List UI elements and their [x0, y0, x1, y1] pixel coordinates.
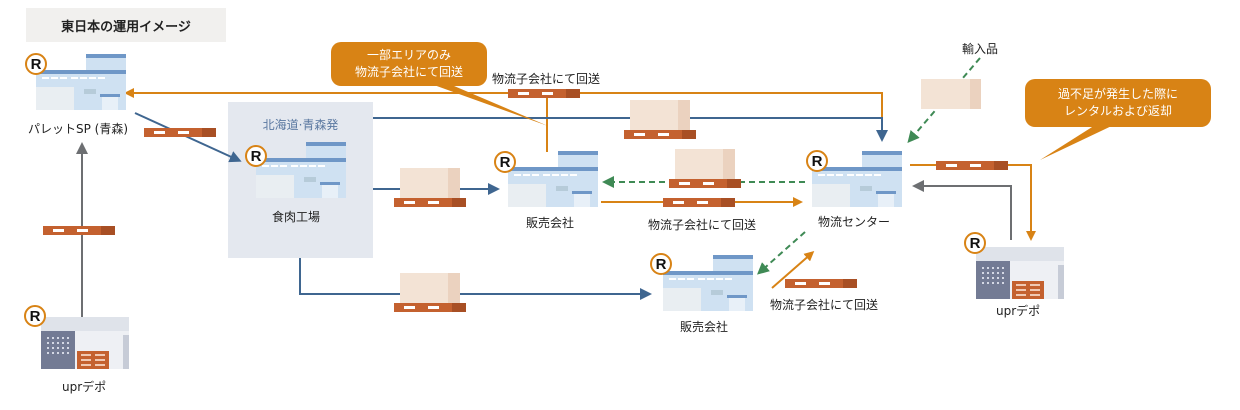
arrow-factory-to-logistics — [373, 117, 888, 142]
node-label-upr-depot-left: uprデポ — [62, 380, 107, 394]
r-badge-icon — [806, 150, 828, 172]
diagram-title: 東日本の運用イメージ — [26, 8, 226, 42]
node-label-sales-company-2: 販売会社 — [680, 320, 729, 334]
arrow-sales2-to-logistics — [771, 251, 815, 289]
r-badge-icon — [25, 53, 47, 75]
callout-line: 物流子会社にて回送 — [354, 65, 463, 79]
depot-icon-right — [976, 247, 1064, 299]
arrow-factory-to-sales2 — [299, 258, 652, 300]
pallet-icon — [936, 161, 1008, 170]
arrow-logistics-to-sales2-green — [757, 231, 806, 275]
pallet-icon — [43, 226, 115, 235]
warehouse-icon-pallet-sp — [36, 54, 126, 110]
import-box-icon — [921, 79, 981, 109]
node-label-pallet-sp: パレットSP (青森) — [28, 122, 129, 136]
node-label-logistics-center: 物流センター — [818, 215, 891, 229]
node-label-meat-factory: 食肉工場 — [272, 210, 321, 224]
loaded-pallet-icon — [624, 100, 696, 139]
flow-label-return-bottom: 物流子会社にて回送 — [770, 298, 879, 312]
r-badge-icon — [650, 253, 672, 275]
callout-line: 過不足が発生した際に — [1057, 87, 1178, 101]
callout-partial-area: 一部エリアのみ 物流子会社にて回送 — [331, 42, 487, 86]
callout-tail-rental — [1040, 122, 1120, 160]
r-badge-icon — [24, 305, 46, 327]
arrow-logistics-to-depot — [910, 164, 1036, 241]
callout-tail-partial — [420, 80, 548, 126]
loaded-pallet-icon — [394, 273, 466, 312]
warehouse-icon-sales2 — [663, 255, 753, 311]
callout-line: レンタルおよび返却 — [1063, 104, 1172, 118]
r-badge-icon — [494, 151, 516, 173]
pallet-icon — [144, 128, 216, 137]
r-badge-icon — [245, 145, 267, 167]
arrow-return-to-pallet-sp — [124, 88, 883, 140]
node-label-sales-company-1: 販売会社 — [526, 216, 575, 230]
callout-line: 一部エリアのみ — [366, 48, 451, 62]
pallet-icon — [508, 89, 580, 98]
pallet-icon — [785, 279, 857, 288]
warehouse-icon-sales1 — [508, 151, 598, 207]
warehouse-icon-factory — [256, 142, 346, 198]
depot-icon-left — [41, 317, 129, 369]
flow-label-return-mid: 物流子会社にて回送 — [648, 218, 757, 232]
flow-label-imports: 輸入品 — [962, 42, 999, 56]
r-badge-icon — [964, 232, 986, 254]
arrow-depot-to-logistics — [912, 180, 1012, 240]
pallet-icon — [663, 198, 735, 207]
loaded-pallet-icon — [669, 149, 741, 188]
region-label: 北海道·青森発 — [262, 118, 339, 132]
flow-label-return-top: 物流子会社にて回送 — [492, 72, 601, 86]
node-label-upr-depot-right: uprデポ — [996, 304, 1041, 318]
callout-rental: 過不足が発生した際に レンタルおよび返却 — [1025, 79, 1211, 127]
loaded-pallet-icon — [394, 168, 466, 207]
